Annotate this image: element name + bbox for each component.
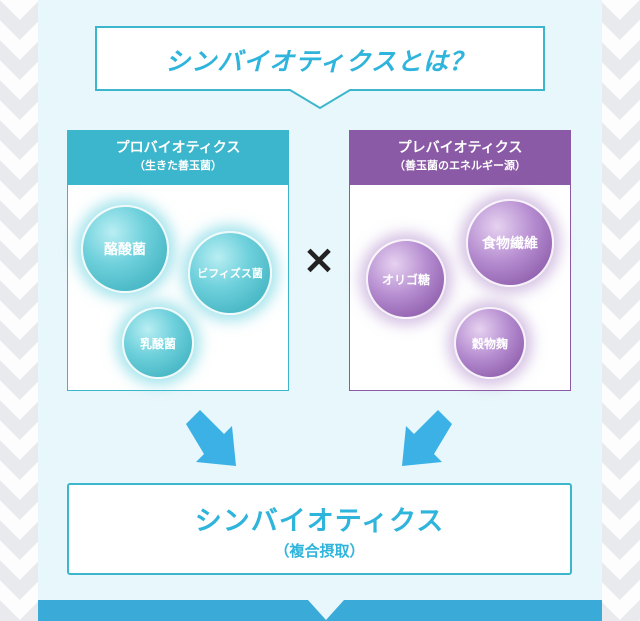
result-title: シンバイオティクス [194, 506, 445, 537]
left-arrow-icon [186, 410, 236, 466]
bifidobacteria-circle: ビフィズス菌 [188, 231, 272, 315]
page-title: シンバイオティクスとは？ [165, 47, 475, 76]
prebiotics-box: プレバイオティクス （善玉菌のエネルギー源） オリゴ糖 食物繊維 穀物麹 [349, 130, 571, 391]
prebiotics-header: プレバイオティクス （善玉菌のエネルギー源） [350, 131, 570, 185]
result-box: シンバイオティクス （複合摂取） [67, 483, 572, 575]
prebiotics-title: プレバイオティクス [397, 140, 523, 156]
grain-koji-circle: 穀物麹 [454, 307, 526, 379]
title-banner-frame [95, 26, 545, 110]
oligosaccharide-circle: オリゴ糖 [366, 239, 446, 319]
butyric-acid-bacteria-circle: 酪酸菌 [81, 205, 169, 293]
right-arrow-icon [402, 410, 452, 466]
dietary-fiber-circle: 食物繊維 [466, 199, 554, 287]
probiotics-box: プロバイオティクス （生きた善玉菌） 酪酸菌 ビフィズス菌 乳酸菌 [67, 130, 289, 391]
multiply-operator: × [302, 237, 336, 283]
title-banner: シンバイオティクスとは？ [95, 26, 545, 110]
chevron-down-icon [308, 600, 344, 620]
result-subtitle: （複合摂取） [274, 542, 365, 560]
probiotics-header: プロバイオティクス （生きた善玉菌） [68, 131, 288, 185]
probiotics-title: プロバイオティクス [115, 140, 241, 156]
prebiotics-subtitle: （善玉菌のエネルギー源） [394, 159, 526, 172]
probiotics-subtitle: （生きた善玉菌） [134, 159, 222, 172]
lactic-acid-bacteria-circle: 乳酸菌 [122, 307, 194, 379]
